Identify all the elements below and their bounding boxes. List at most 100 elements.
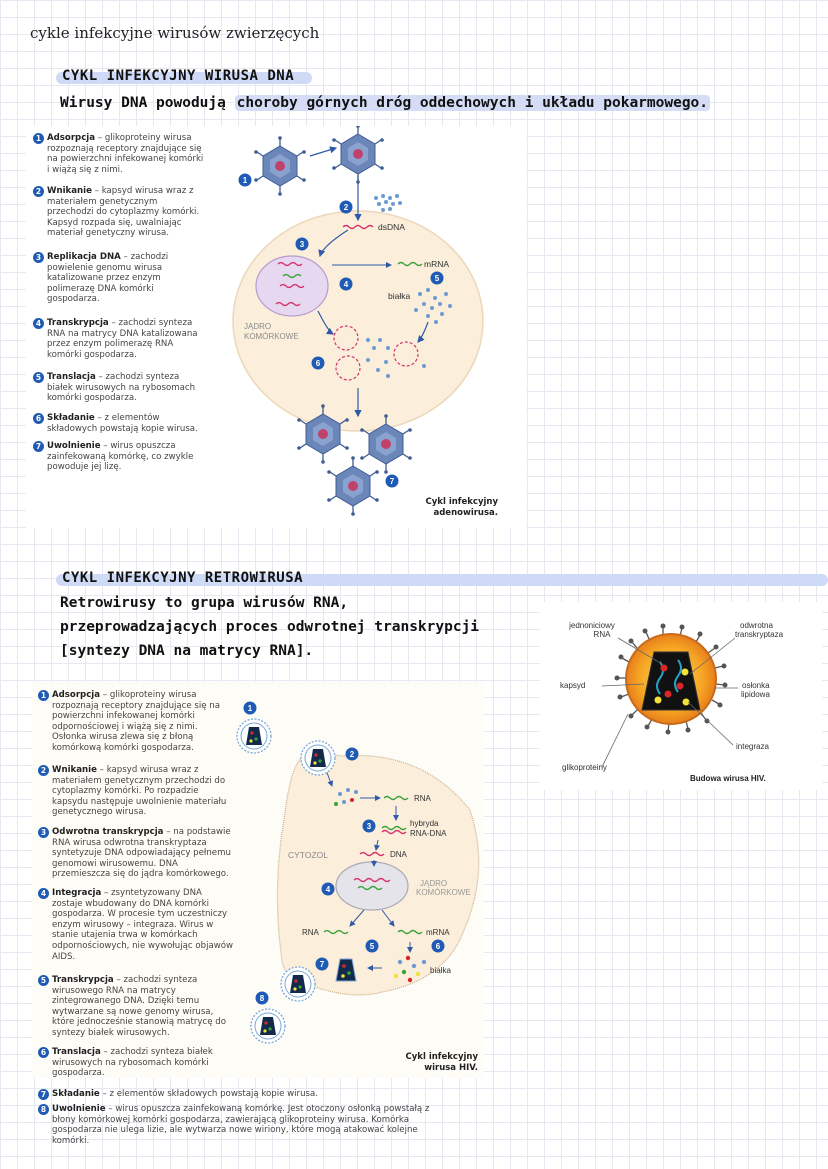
hiv-caption-line-2: wirusa HIV.: [424, 1062, 478, 1073]
step-text: Wnikanie – kapsyd wirusa wraz z materiał…: [52, 765, 234, 818]
step-name: Translacja: [52, 1047, 101, 1057]
step-number-badge: 1: [38, 690, 49, 701]
retro-subtitle-2: przeprowadzających proces odwrotnej tran…: [60, 619, 480, 635]
step-text: Odwrotna transkrypcja – na podstawie RNA…: [52, 827, 234, 880]
step-number-badge: 7: [33, 441, 44, 452]
retro-rna-label: RNA: [414, 794, 432, 803]
hiv-cycle-diagram: RNA hybryda RNA-DNA DNA CYTOZOL JĄDRO KO…: [236, 701, 480, 1044]
retro-nucleus-label-1: JĄDRO: [420, 879, 447, 888]
retro-rna2-label: RNA: [302, 928, 320, 937]
retro-marker-5: 5: [370, 942, 375, 951]
dna-caption-line-1: Cykl infekcyjny: [425, 497, 498, 507]
step-number-badge: 3: [33, 252, 44, 263]
step-text: Translacja – zachodzi synteza białek wir…: [47, 372, 205, 404]
step-description: – z elementów składowych powstają kopie …: [47, 413, 198, 434]
step-number-badge: 5: [38, 975, 49, 986]
hiv-rna-label-2: RNA: [594, 630, 612, 639]
hiv-lip-label-2: lipidowa: [741, 690, 770, 699]
step-text: Transkrypcja – zachodzi synteza RNA na m…: [47, 318, 205, 360]
step-description: – z elementów składowych powstają kopie …: [99, 1089, 319, 1099]
dna-subtitle-text: Wirusy DNA powodują: [60, 95, 235, 111]
step-name: Transkrypcja: [52, 975, 114, 985]
step-name: Składanie: [52, 1089, 100, 1099]
step-description: – wirus opuszcza zainfekowaną komórkę, c…: [47, 441, 194, 473]
step-name: Replikacja DNA: [47, 252, 121, 262]
step-text: Uwolnienie – wirus opuszcza zainfekowaną…: [47, 441, 205, 473]
dna-heading: CYKL INFEKCYJNY WIRUSA DNA: [62, 68, 295, 84]
step-text: Składanie – z elementów składowych powst…: [47, 413, 205, 434]
step-text: Transkrypcja – zachodzi synteza wirusowe…: [52, 975, 234, 1039]
step-name: Adsorpcja: [52, 690, 101, 700]
retro-marker-6: 6: [436, 942, 441, 951]
step-text: Uwolnienie – wirus opuszcza zainfekowaną…: [52, 1104, 438, 1146]
retro-mrna-label: mRNA: [426, 928, 450, 937]
step-name: Wnikanie: [47, 186, 92, 196]
retro-dna-label: DNA: [390, 850, 408, 859]
retro-heading: CYKL INFEKCYJNY RETROWIRUSA: [62, 570, 304, 586]
step-name: Uwolnienie: [52, 1104, 106, 1114]
step-name: Składanie: [47, 413, 95, 423]
step-text: Składanie – z elementów składowych powst…: [52, 1089, 438, 1100]
step-number-badge: 5: [33, 372, 44, 383]
marker-2: 2: [344, 203, 349, 212]
step-description: – na podstawie RNA wirusa odwrotna trans…: [52, 827, 231, 880]
bialka-label: białka: [388, 291, 410, 301]
hybryda-label-2: RNA-DNA: [410, 829, 447, 838]
hybryda-label-1: hybryda: [410, 819, 439, 828]
hiv-lip-label-1: osłonka: [742, 681, 770, 690]
step-name: Transkrypcja: [47, 318, 109, 328]
hiv-kapsyd-label: kapsyd: [560, 681, 585, 690]
dna-subtitle-highlight: choroby górnych dróg oddechowych i układ…: [234, 95, 711, 111]
mrna-label: mRNA: [424, 259, 449, 269]
step-description: – zachodzi synteza białek wirusowych na …: [47, 372, 196, 404]
marker-1: 1: [243, 176, 248, 185]
retro-nucleus-label-2: KOMÓRKOWE: [416, 888, 471, 897]
marker-5: 5: [435, 274, 440, 283]
hiv-glikoproteiny-label: glikoproteiny: [562, 763, 607, 772]
step-name: Integracja: [52, 888, 102, 898]
nucleus-label-1: JĄDRO: [244, 322, 271, 331]
dna-step-markers: 1 2 3 4 5 6 7: [238, 173, 444, 488]
step-number-badge: 3: [38, 827, 49, 838]
dna-figure-caption: Cykl infekcyjny adenowirusa.: [380, 497, 498, 518]
step-text: Integracja – zsyntetyzowany DNA zostaje …: [52, 888, 234, 962]
hiv-rt-label-2: transkryptaza: [735, 630, 784, 639]
step-number-badge: 4: [38, 888, 49, 899]
page-title: cykle infekcyjne wirusów zwierzęcych: [30, 24, 320, 42]
heading-highlight: [56, 574, 828, 586]
retro-subtitle-1: Retrowirusy to grupa wirusów RNA,: [60, 595, 349, 611]
step-text: Adsorpcja – glikoproteiny wirusa rozpozn…: [52, 690, 234, 754]
hiv-rna-label-1: jednoniciowy: [568, 621, 615, 630]
retro-marker-1: 1: [248, 704, 253, 713]
step-number-badge: 8: [38, 1104, 49, 1115]
retro-bialka-label: białka: [430, 966, 451, 975]
step-description: – zachodzi synteza RNA na matrycy DNA ka…: [47, 318, 198, 360]
step-number-badge: 2: [38, 765, 49, 776]
step-description: – zsyntetyzowany DNA zostaje wbudowany d…: [52, 888, 234, 962]
hiv-rt-label-1: odwrotna: [740, 621, 773, 630]
dna-caption-line-2: adenowirusa.: [433, 507, 498, 518]
heading-highlight: [56, 72, 312, 84]
retro-marker-7: 7: [320, 960, 325, 969]
step-text: Replikacja DNA – zachodzi powielenie gen…: [47, 252, 205, 305]
hiv-structure-diagram: jednoniciowy RNA odwrotna transkryptaza …: [560, 621, 784, 783]
retro-subtitle-3: [syntezy DNA na matrycy RNA].: [60, 643, 314, 659]
marker-4: 4: [344, 280, 349, 289]
retro-marker-4: 4: [326, 885, 331, 894]
step-description: – zachodzi powielenie genomu wirusa kata…: [47, 252, 169, 305]
retro-marker-3: 3: [367, 822, 372, 831]
step-description: – kapsyd wirusa wraz z materiałem genety…: [52, 765, 227, 818]
dna-subtitle: Wirusy DNA powodują choroby górnych dróg…: [60, 90, 711, 116]
marker-3: 3: [300, 240, 305, 249]
